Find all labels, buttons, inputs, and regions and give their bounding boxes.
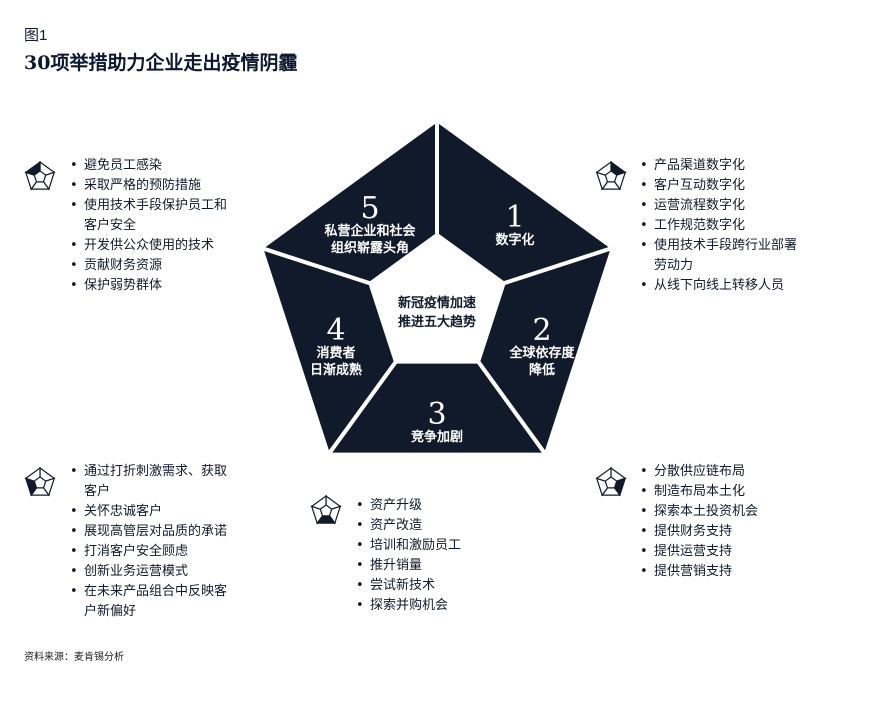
list-item: 工作规范数字化 xyxy=(640,216,850,236)
list-item: 尝试新技术 xyxy=(356,576,536,596)
list-item: 探索本土投资机会 xyxy=(640,502,850,522)
segment-4-number: 4 xyxy=(326,313,345,348)
segment-2-number: 2 xyxy=(532,313,551,348)
pentagon-segment-5 xyxy=(256,116,439,286)
list-item: 资产升级 xyxy=(356,496,536,516)
segment-4-label-line2: 日渐成熟 xyxy=(310,362,362,378)
pentagon-icon-2 xyxy=(595,466,627,497)
segment-5-number: 5 xyxy=(360,191,379,226)
segment-3-label: 竞争加剧 xyxy=(411,429,463,445)
pentagon-segment-5 xyxy=(310,494,327,510)
source-note: 资料来源：麦肯锡分析 xyxy=(24,652,124,663)
list-item: 开发供公众使用的技术 xyxy=(70,236,280,256)
list-item: 贡献财务资源 xyxy=(70,256,280,276)
list-item: 提供财务支持 xyxy=(640,522,850,542)
pentagon-icon-1 xyxy=(595,160,627,191)
pentagon-icon-3 xyxy=(310,494,342,525)
list-item: 客户互动数字化 xyxy=(640,176,850,196)
list-item: 提供营销支持 xyxy=(640,562,850,582)
segment-2-label-line2: 降低 xyxy=(529,362,555,378)
pentagon-segment-5 xyxy=(24,160,41,176)
list-item: 展现高管层对品质的承诺 xyxy=(70,522,280,542)
list-item: 分散供应链布局 xyxy=(640,462,850,482)
list-item: 保护弱势群体 xyxy=(70,276,280,296)
list-item: 培训和激励员工 xyxy=(356,536,536,556)
list-item: 打消客户安全顾虑 xyxy=(70,542,280,562)
segment-5-label-line1: 私营企业和社会 xyxy=(324,223,416,239)
figure-title: 30项举措助力企业走出疫情阴霾 xyxy=(24,52,298,74)
center-label-line1: 新冠疫情加速 xyxy=(398,295,476,311)
pentagon-icon-5 xyxy=(24,160,56,191)
list-item: 资产改造 xyxy=(356,516,536,536)
list-item: 推升销量 xyxy=(356,556,536,576)
segment-1-number: 1 xyxy=(505,200,524,235)
list-item: 探索并购机会 xyxy=(356,596,536,616)
list-item: 产品渠道数字化 xyxy=(640,156,850,176)
segment-3-number: 3 xyxy=(427,397,446,432)
list-item: 运营流程数字化 xyxy=(640,196,850,216)
list-item: 制造布局本土化 xyxy=(640,482,850,502)
pentagon-icon-4 xyxy=(24,466,56,497)
initiatives-group-3: 资产升级 资产改造 培训和激励员工 推升销量 尝试新技术 探索并购机会 xyxy=(356,496,536,616)
list-item: 从线下向线上转移人员 xyxy=(640,276,850,296)
list-item: 避免员工感染 xyxy=(70,156,280,176)
segment-1-label: 数字化 xyxy=(495,232,534,248)
list-item: 关怀忠诚客户 xyxy=(70,502,280,522)
pentagon-segment-5 xyxy=(595,466,612,482)
initiatives-group-2: 分散供应链布局 制造布局本土化 探索本土投资机会 提供财务支持 提供运营支持 提… xyxy=(640,462,850,582)
segment-5-label-line2: 组织崭露头角 xyxy=(331,240,409,256)
list-item: 创新业务运营模式 xyxy=(70,562,280,582)
list-item: 提供运营支持 xyxy=(640,542,850,562)
figure-label: 图1 xyxy=(24,27,48,44)
segment-4-label-line1: 消费者 xyxy=(316,345,355,361)
center-label-line2: 推进五大趋势 xyxy=(398,314,476,330)
list-item: 采取严格的预防措施 xyxy=(70,176,280,196)
segment-2-label-line1: 全球依存度 xyxy=(508,345,575,361)
initiatives-group-1: 产品渠道数字化 客户互动数字化 运营流程数字化 工作规范数字化 使用技术手段跨行… xyxy=(640,156,850,296)
pentagon-segment-5 xyxy=(24,466,41,482)
pentagon-segment-5 xyxy=(595,160,612,176)
